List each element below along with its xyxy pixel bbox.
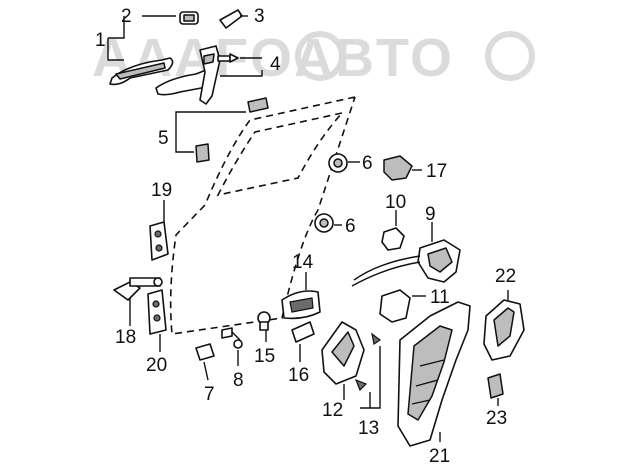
lower-hinge-part xyxy=(147,289,167,335)
callout-1: 1 xyxy=(95,30,106,51)
callout-5: 5 xyxy=(158,128,169,149)
callout-9: 9 xyxy=(425,204,436,225)
callout-2: 2 xyxy=(121,6,132,27)
screw-part xyxy=(221,327,243,349)
handle-cap-part xyxy=(219,9,243,29)
callout-21: 21 xyxy=(429,446,450,467)
door-outline xyxy=(169,96,356,335)
watermark-ring-icon xyxy=(485,31,535,81)
handle-housing-part xyxy=(321,321,365,385)
callout-23: 23 xyxy=(486,408,507,429)
callout-22: 22 xyxy=(495,266,516,287)
door-window-outline xyxy=(216,112,343,197)
watermark-logo: AAAFOABTO xyxy=(92,28,535,88)
callout-14: 14 xyxy=(292,252,314,273)
rivet-part xyxy=(257,311,271,331)
clip-part xyxy=(247,97,269,113)
striker-part xyxy=(383,155,413,181)
callout-3: 3 xyxy=(254,6,265,27)
callout-20: 20 xyxy=(146,355,167,376)
inside-handle-part xyxy=(281,290,321,320)
callout-6a: 6 xyxy=(362,153,373,174)
callout-6b: 6 xyxy=(345,216,356,237)
door-latch-part xyxy=(351,239,461,287)
clip-part xyxy=(195,143,210,163)
callout-12: 12 xyxy=(322,400,343,421)
callout-11: 11 xyxy=(430,287,450,308)
window-regulator-part xyxy=(397,301,471,447)
outside-handle-part xyxy=(109,11,199,86)
handle-bezel-part xyxy=(291,321,315,343)
leader-lines xyxy=(107,15,509,442)
door-check-part xyxy=(113,277,163,301)
regulator-motor-part xyxy=(483,299,525,361)
handle-bracket-part xyxy=(155,45,239,105)
grommet-part xyxy=(328,153,348,173)
pad-part xyxy=(487,373,504,399)
callout-10: 10 xyxy=(385,192,406,213)
callout-17: 17 xyxy=(426,161,447,182)
watermark-ring-icon xyxy=(295,31,345,81)
callout-19: 19 xyxy=(151,180,172,201)
lock-motor-part xyxy=(379,289,411,323)
watermark-text: AAAFOABTO xyxy=(92,28,454,88)
callout-13: 13 xyxy=(358,418,379,439)
callout-labels: 1 2 3 4 5 6 6 7 8 9 10 11 12 13 14 15 16… xyxy=(95,6,516,467)
callout-4: 4 xyxy=(270,54,281,75)
callout-15: 15 xyxy=(254,346,275,367)
upper-hinge-part xyxy=(149,221,169,261)
lock-actuator-part xyxy=(381,227,405,251)
callout-8: 8 xyxy=(233,370,244,391)
door-bumper-part xyxy=(195,343,215,361)
callout-7: 7 xyxy=(204,384,215,405)
grommet-part xyxy=(314,213,334,233)
callout-16: 16 xyxy=(288,365,309,386)
callout-18: 18 xyxy=(115,327,136,348)
retainer-clip-part xyxy=(354,332,382,392)
